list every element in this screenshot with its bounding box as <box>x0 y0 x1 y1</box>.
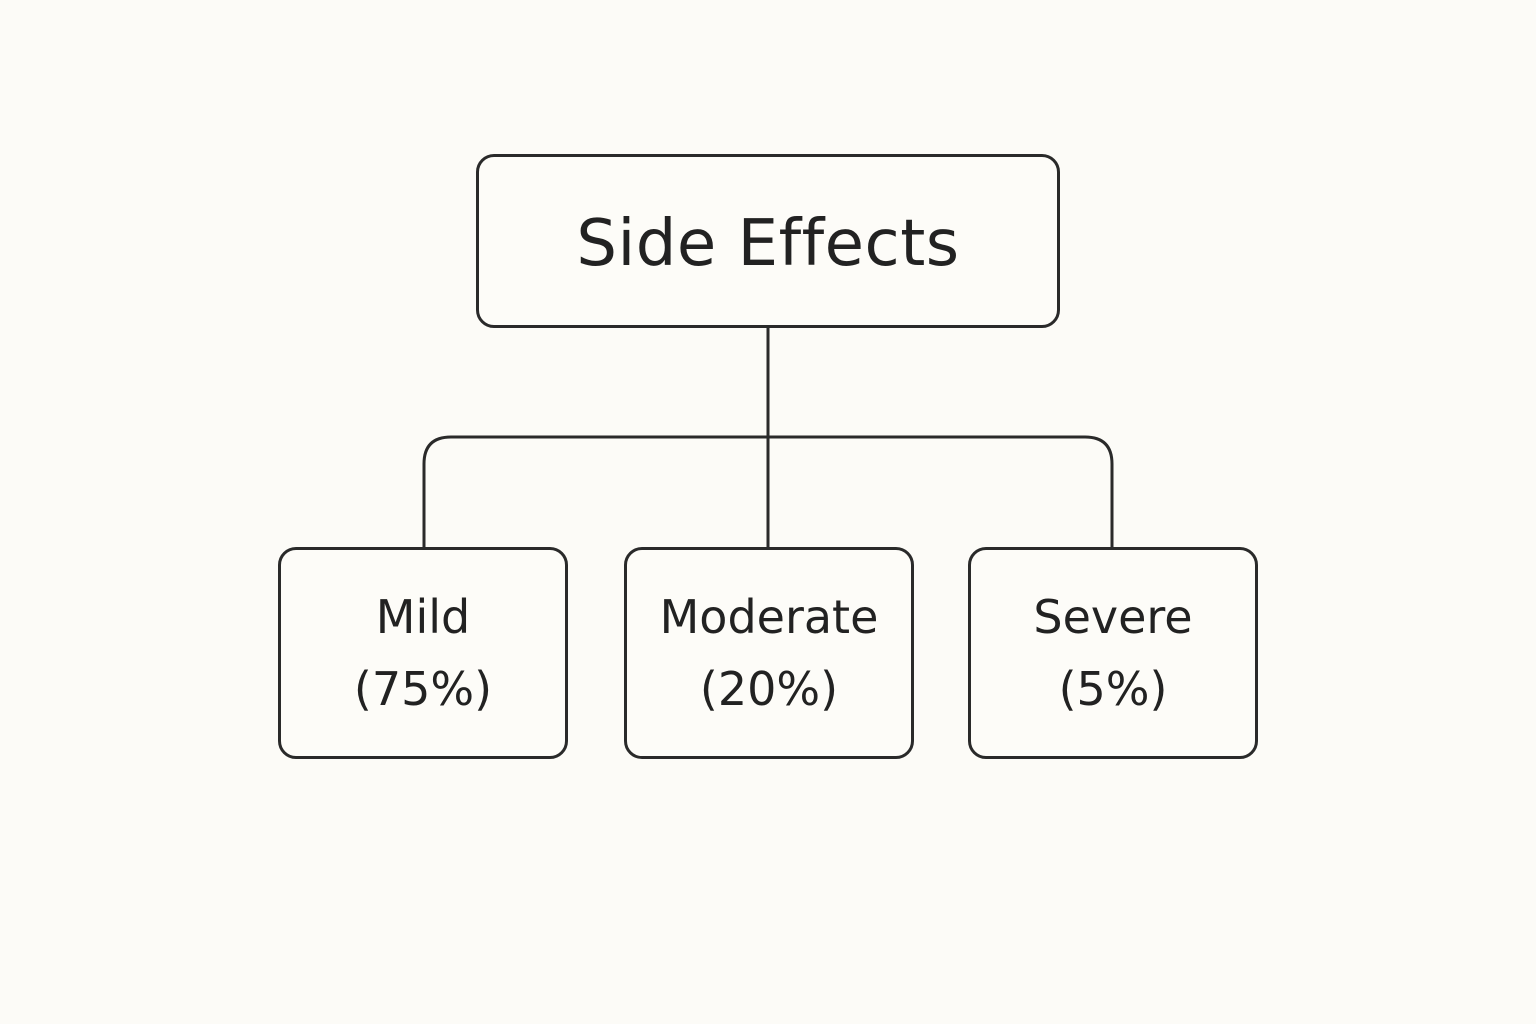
connector-horizontal-bar <box>422 435 1114 547</box>
child-node-mild-percent: (75%) <box>353 662 493 716</box>
child-node-mild-label: Mild <box>375 590 471 644</box>
child-node-moderate-label: Moderate <box>659 590 879 644</box>
child-node-severe: Severe (5%) <box>968 547 1258 759</box>
root-node: Side Effects <box>476 154 1060 328</box>
child-node-severe-percent: (5%) <box>1058 662 1168 716</box>
child-node-mild: Mild (75%) <box>278 547 568 759</box>
child-node-moderate: Moderate (20%) <box>624 547 914 759</box>
child-node-moderate-percent: (20%) <box>699 662 839 716</box>
root-node-label: Side Effects <box>576 207 960 281</box>
child-node-severe-label: Severe <box>1033 590 1193 644</box>
